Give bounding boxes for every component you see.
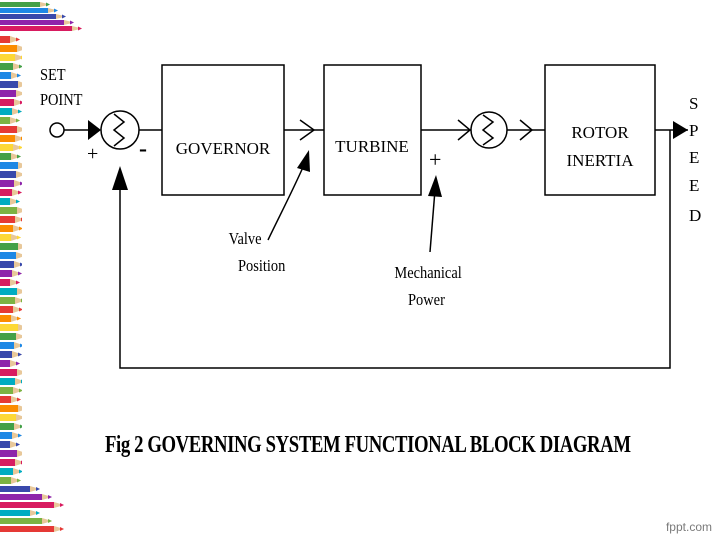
pencil-decoration: [0, 486, 40, 492]
figure-caption: Fig 2 GOVERNING SYSTEM FUNCTIONAL BLOCK …: [104, 432, 631, 458]
valve-position-arrowhead: [297, 150, 310, 172]
svg-text:P: P: [689, 121, 698, 140]
speed-label: S P E E D: [689, 94, 701, 225]
pencil-decoration: [0, 72, 21, 79]
pencil-decoration: [0, 234, 21, 241]
pencil-decoration: [0, 108, 22, 115]
pencil-decoration: [0, 8, 58, 13]
pencil-decoration: [0, 351, 22, 358]
summer2-to-rotor-arrowhead: [519, 119, 534, 141]
pencil-decoration: [0, 117, 20, 124]
pencil-decoration: [0, 518, 52, 524]
pencil-decoration: [0, 225, 23, 232]
pencil-decoration: [0, 144, 23, 151]
governor-label: GOVERNOR: [176, 139, 271, 158]
feedback-arrow: [112, 166, 128, 190]
summer1-plus-sign: +: [87, 143, 98, 165]
mechanical-power-label-line2: Power: [408, 291, 446, 309]
summing-junction-1: [100, 110, 140, 150]
pencil-decoration: [0, 2, 50, 7]
speed-output-arrow: [673, 121, 688, 139]
valve-position-label-line1: Valve: [229, 230, 262, 248]
mechanical-power-arrowhead: [428, 175, 442, 197]
pencil-decoration: [0, 153, 21, 160]
turbine-label: TURBINE: [335, 137, 409, 156]
fppt-watermark: fppt.com: [665, 520, 712, 534]
mechanical-power-label-line1: Mechanical: [394, 264, 462, 282]
pencil-decoration: [0, 468, 23, 475]
pencil-decoration: [0, 189, 22, 196]
rotor-inertia-block: [544, 64, 656, 196]
svg-text:S: S: [689, 94, 698, 113]
speed-feedback-line: [119, 130, 671, 369]
summer1-minus-sign: -: [139, 136, 147, 162]
pencil-decoration: [0, 494, 52, 500]
pencil-decoration: [0, 198, 20, 205]
pencil-decoration: [0, 432, 22, 439]
svg-text:E: E: [689, 148, 699, 167]
pencil-decoration: [0, 502, 64, 508]
pencil-decoration: [0, 36, 20, 43]
pencil-decoration: [0, 477, 21, 484]
pencil-decoration: [0, 360, 20, 367]
pencil-decoration: [0, 510, 40, 516]
set-point-arrow: [88, 120, 101, 140]
turbine-block: [323, 64, 422, 196]
svg-text:D: D: [689, 206, 701, 225]
pencil-decoration: [0, 306, 23, 313]
set-point-label-line1: SET: [40, 66, 66, 84]
pencil-decoration: [0, 315, 21, 322]
turbine-to-summer2-arrowhead: [457, 119, 472, 141]
governor-to-turbine-arrowhead: [299, 119, 316, 141]
pencil-decoration: [0, 14, 66, 19]
pencil-decoration: [0, 526, 64, 532]
valve-position-label-line2: Position: [238, 257, 285, 275]
set-point-input-node: [49, 122, 65, 138]
pencil-decoration: [0, 279, 20, 286]
governor-block: [161, 64, 285, 196]
set-point-label-line2: POINT: [40, 91, 83, 109]
pencil-decoration: [0, 270, 22, 277]
pencil-decoration: [0, 396, 21, 403]
summing-junction-2: [470, 111, 508, 149]
svg-text:E: E: [689, 176, 699, 195]
valve-position-pointer: [267, 164, 305, 241]
rotor-label-line1: ROTOR: [571, 123, 629, 142]
pencil-decoration: [0, 26, 82, 31]
pencil-decoration: [0, 63, 23, 70]
pencil-decoration: [0, 441, 20, 448]
pencil-decoration: [0, 387, 23, 394]
rotor-label-line2: INERTIA: [567, 151, 635, 170]
summer2-plus-sign: +: [429, 147, 441, 172]
mechanical-power-pointer: [429, 189, 436, 253]
pencil-decoration: [0, 20, 74, 25]
